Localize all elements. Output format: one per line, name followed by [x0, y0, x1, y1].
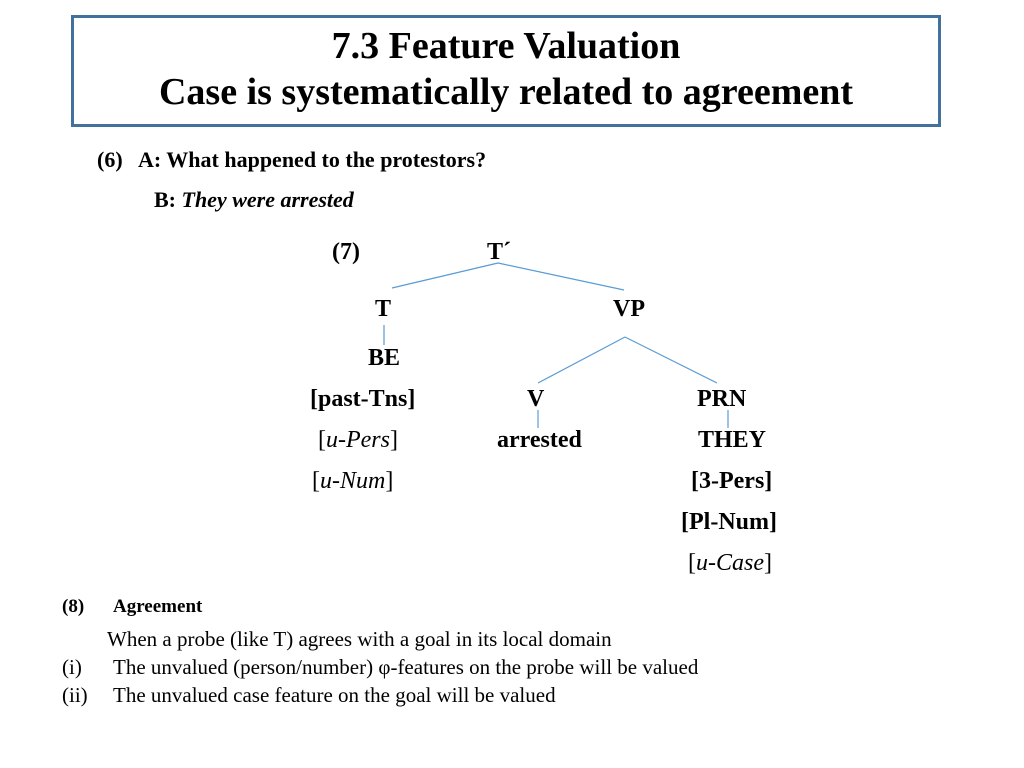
prn-feature-person: [3-Pers]: [691, 468, 773, 494]
tree-node-prn: PRN: [697, 386, 747, 412]
t-feature-number-value: u-Num: [320, 468, 386, 494]
tree-node-t: T: [375, 296, 392, 322]
example-6-line-b: B: They were arrested: [154, 187, 354, 213]
tree-word-arrested: arrested: [497, 427, 582, 453]
example-8-item-text: The unvalued case feature on the goal wi…: [113, 683, 556, 707]
example-6-line-a: (6) A: What happened to the protestors?: [97, 147, 486, 173]
tree-word-they: THEY: [698, 427, 767, 453]
tree-word-be: BE: [368, 345, 401, 371]
example-6-b-text: They were arrested: [181, 187, 354, 212]
t-feature-person: [u-Pers]: [318, 427, 398, 453]
example-8-number: (8): [62, 596, 85, 617]
tree-node-vp: VP: [613, 296, 645, 322]
example-7-number: (7): [332, 239, 360, 265]
prn-feature-number: [Pl-Num]: [681, 509, 777, 535]
example-6-number: (6): [97, 147, 123, 172]
t-feature-person-value: u-Pers: [326, 427, 390, 453]
slide-subtitle: Case is systematically related to agreem…: [158, 71, 854, 113]
slide-title-box: 7.3 Feature Valuation Case is systematic…: [71, 15, 941, 127]
prn-feature-case-value: u-Case: [696, 550, 764, 576]
t-feature-tense: [past-Tns]: [310, 386, 416, 412]
branch-vp-to-v: [537, 336, 626, 384]
branch-vp-to-prn: [624, 336, 718, 384]
example-8-item-marker: (i): [62, 655, 82, 679]
branch-tbar-to-vp: [497, 262, 625, 291]
example-8-item-marker: (ii): [62, 683, 88, 707]
tree-node-tbar: T´: [487, 239, 511, 265]
example-6-b-label: B:: [154, 187, 176, 212]
example-8-heading: Agreement: [113, 596, 203, 617]
example-6-a-label: A:: [137, 147, 162, 172]
example-8-intro: When a probe (like T) agrees with a goal…: [107, 627, 612, 651]
example-8-item-text: The unvalued (person/number) φ-features …: [113, 655, 699, 679]
t-feature-number: [u-Num]: [312, 468, 394, 494]
branch-tbar-to-t: [391, 262, 499, 289]
prn-feature-case: [u-Case]: [688, 550, 772, 576]
example-6-a-text: What happened to the protestors?: [166, 147, 487, 172]
slide-title: 7.3 Feature Valuation: [331, 25, 681, 67]
tree-node-v: V: [527, 386, 545, 412]
